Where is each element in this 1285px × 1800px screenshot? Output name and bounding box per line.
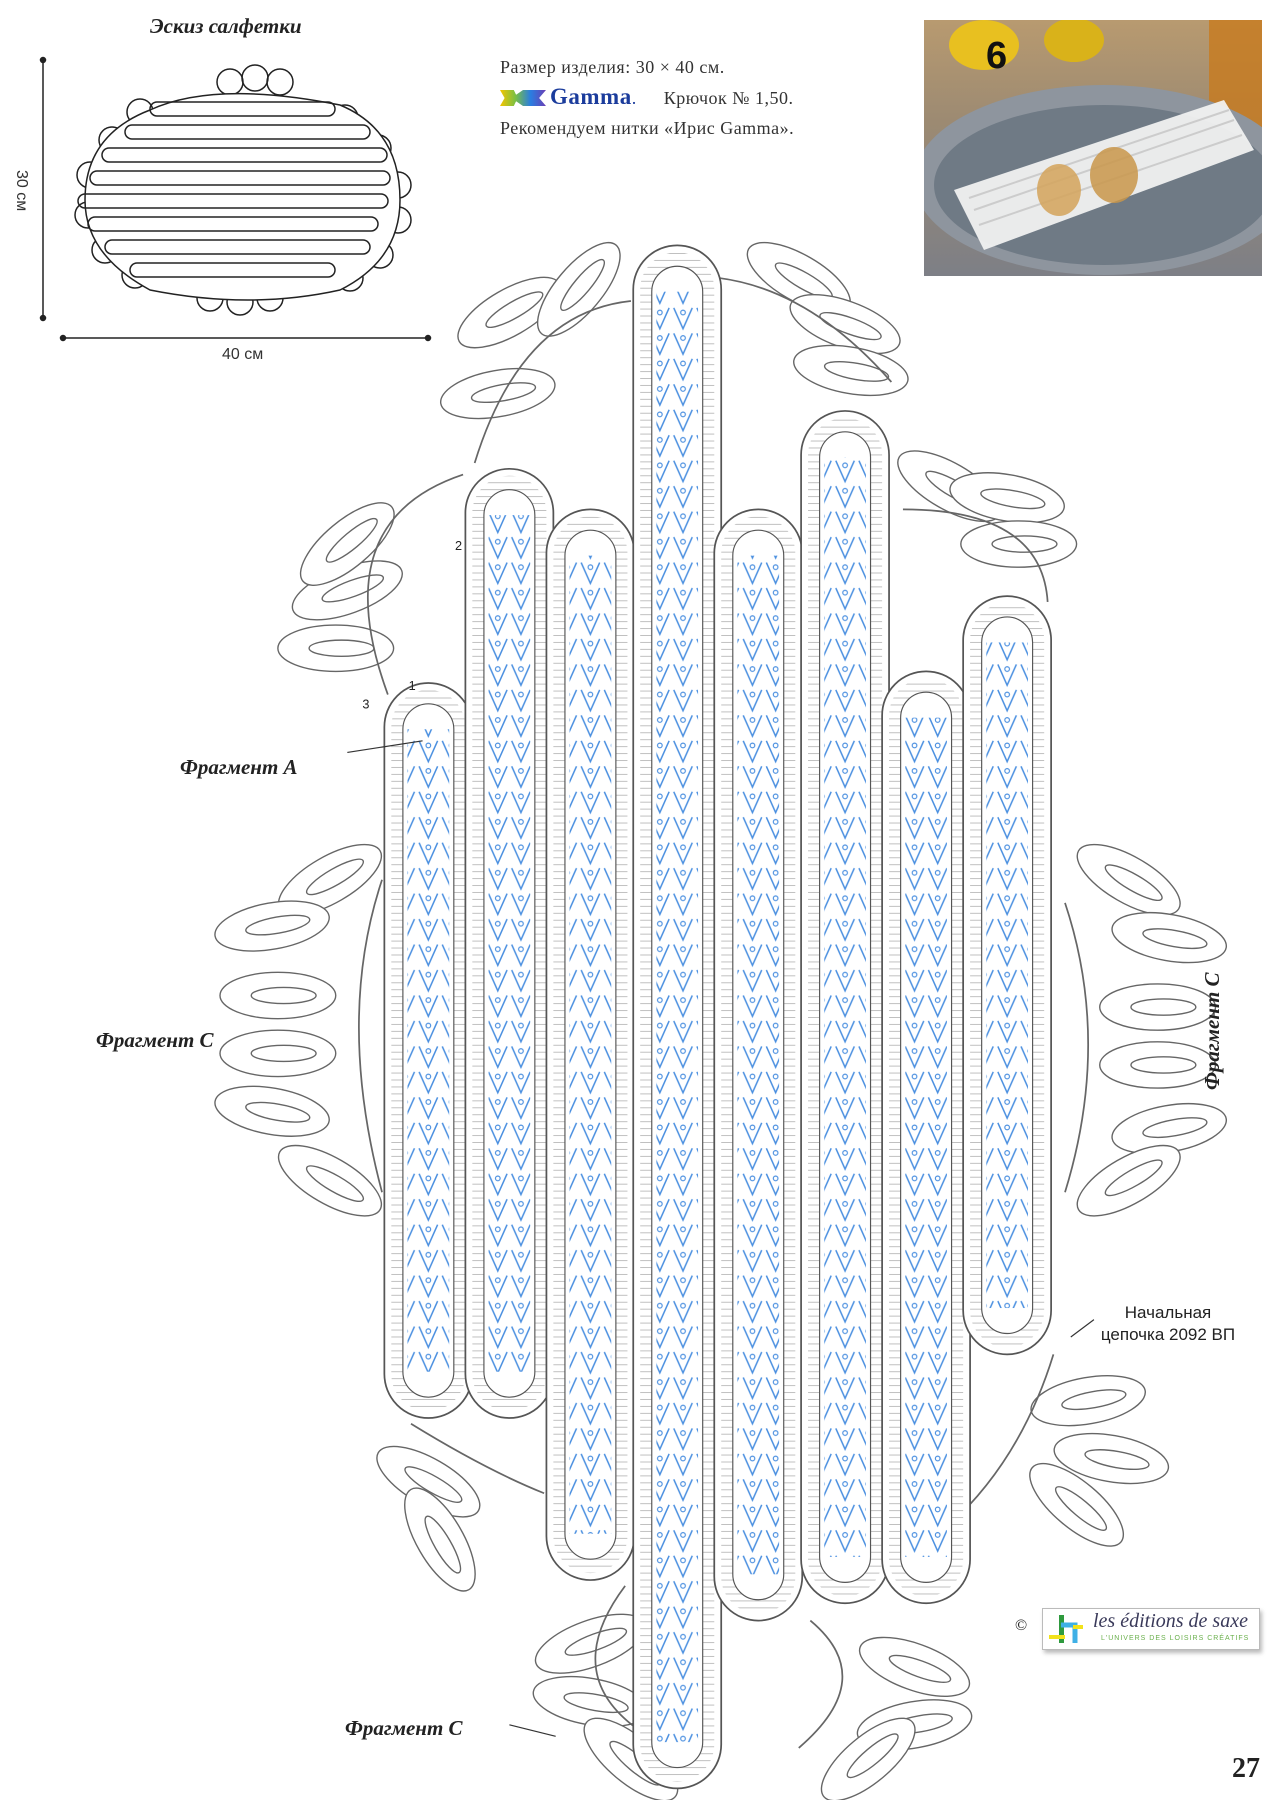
start-chain-line1: Начальная (1124, 1303, 1212, 1322)
fragment-c-petals (214, 241, 1228, 1800)
napkin-photo: 6 (924, 20, 1262, 276)
stripe (632, 244, 723, 1790)
sketch-title: Эскиз салфетки (150, 14, 302, 38)
publisher-name: les éditions de saxe (1093, 1610, 1248, 1632)
row-marker-3: 3 (362, 696, 369, 711)
stripe (545, 508, 636, 1581)
petal (219, 1029, 337, 1078)
petal (219, 971, 337, 1020)
stripe (800, 410, 890, 1605)
petal (376, 1445, 481, 1518)
publisher-tagline: L'UNIVERS DES LOISIRS CRÉATIFS (1101, 1635, 1250, 1642)
petal (299, 502, 395, 586)
stripe (881, 670, 971, 1605)
petal (1099, 983, 1217, 1031)
petal (858, 1636, 971, 1697)
petal (536, 241, 621, 337)
label-fragment-c-right: Фрагмент C (1200, 972, 1224, 1090)
row-marker-1: 1 (409, 678, 416, 693)
petal (439, 367, 556, 420)
publisher-logo: les éditions de saxe L'UNIVERS DES LOISI… (1042, 1608, 1260, 1650)
brand-name: Gamma (550, 84, 632, 109)
copyright-symbol: © (1015, 1617, 1028, 1634)
petal (1030, 1375, 1146, 1427)
pattern-info: Размер изделия: 30 × 40 см. Gamma. Крючо… (500, 52, 794, 143)
petal (960, 520, 1078, 568)
photo-number: 6 (986, 35, 1007, 77)
petal (214, 1085, 330, 1137)
yarn-line: Рекомендуем нитки «Ирис Gamma». (500, 118, 795, 138)
petal (1099, 1041, 1217, 1089)
petal (793, 344, 909, 397)
publisher-logo-icon (1049, 1615, 1083, 1643)
label-fragment-c-left: Фрагмент C (96, 1028, 214, 1052)
stripes (383, 244, 1052, 1790)
petal (214, 900, 330, 952)
label-fragment-a: Фрагмент A (180, 755, 298, 779)
stripe (383, 682, 474, 1419)
page-number: 27 (1232, 1753, 1260, 1784)
gamma-logo-icon (500, 90, 546, 106)
petal (949, 472, 1065, 524)
row-marker-2: 2 (455, 538, 462, 553)
start-chain-note: Начальная цепочка 2092 ВП (1088, 1302, 1248, 1346)
petal (1076, 1144, 1181, 1217)
stripe (464, 467, 555, 1419)
petal (1111, 912, 1228, 964)
petal (789, 294, 901, 355)
petal (404, 1487, 476, 1592)
label-fragment-c-bottom: Фрагмент C (345, 1716, 463, 1740)
napkin-sketch (39, 56, 432, 342)
sketch-width-label: 40 см (222, 346, 264, 363)
petal (1053, 1432, 1170, 1485)
hook-line: Крючок № 1,50. (663, 88, 794, 108)
stripe (962, 595, 1052, 1356)
stripe (713, 508, 804, 1622)
petal (1076, 843, 1181, 916)
start-chain-line2: цепочка 2092 ВП (1100, 1325, 1236, 1344)
petal (277, 624, 395, 673)
petal (277, 1144, 383, 1217)
petal (820, 1717, 916, 1800)
hook-row: Gamma. Крючок № 1,50. (500, 82, 794, 113)
size-line: Размер изделия: 30 × 40 см. (500, 57, 725, 77)
petal (1029, 1462, 1125, 1547)
